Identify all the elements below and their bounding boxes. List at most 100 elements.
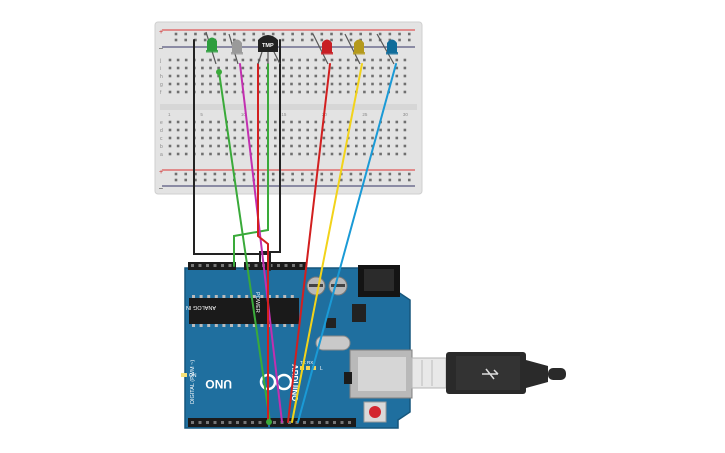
rail-hole[interactable] [252,32,256,36]
terminal-hole[interactable] [184,128,188,132]
terminal-hole[interactable] [241,120,245,124]
rail-hole[interactable] [184,172,188,176]
rail-hole[interactable] [378,178,382,182]
terminal-hole[interactable] [306,90,309,94]
led-green[interactable] [206,37,218,53]
terminal-hole[interactable] [387,58,390,62]
terminal-hole[interactable] [395,136,399,140]
terminal-hole[interactable] [184,152,188,156]
terminal-hole[interactable] [338,144,342,148]
rail-hole[interactable] [242,32,246,36]
rail-hole[interactable] [262,32,265,36]
terminal-hole[interactable] [184,90,188,94]
terminal-hole[interactable] [257,144,261,148]
rail-hole[interactable] [301,178,304,182]
terminal-hole[interactable] [217,128,220,132]
terminal-hole[interactable] [201,128,204,132]
terminal-hole[interactable] [274,66,277,70]
rail-hole[interactable] [407,38,411,42]
rail-hole[interactable] [291,38,294,42]
terminal-hole[interactable] [209,128,212,132]
terminal-hole[interactable] [201,58,204,62]
terminal-hole[interactable] [363,144,366,148]
terminal-hole[interactable] [379,82,382,86]
terminal-hole[interactable] [249,74,253,78]
rail-hole[interactable] [291,172,294,176]
terminal-hole[interactable] [379,136,382,140]
terminal-hole[interactable] [290,120,293,124]
terminal-hole[interactable] [403,66,407,70]
reset-button[interactable] [369,406,381,418]
rail-hole[interactable] [388,178,392,182]
rail-hole[interactable] [233,32,236,36]
terminal-hole[interactable] [355,136,358,140]
rail-hole[interactable] [194,178,197,182]
terminal-hole[interactable] [282,120,285,124]
terminal-hole[interactable] [355,120,358,124]
terminal-hole[interactable] [346,82,350,86]
rail-hole[interactable] [369,32,372,36]
terminal-hole[interactable] [330,90,334,94]
terminal-hole[interactable] [363,152,366,156]
analog-header[interactable] [188,262,236,270]
terminal-hole[interactable] [330,82,334,86]
terminal-hole[interactable] [306,74,309,78]
terminal-hole[interactable] [363,136,366,140]
terminal-hole[interactable] [168,152,172,156]
terminal-hole[interactable] [168,136,172,140]
terminal-hole[interactable] [184,144,188,148]
terminal-hole[interactable] [217,120,220,124]
rail-hole[interactable] [271,178,275,182]
terminal-hole[interactable] [257,82,261,86]
terminal-hole[interactable] [168,120,172,124]
terminal-hole[interactable] [282,82,285,86]
terminal-hole[interactable] [274,90,277,94]
terminal-hole[interactable] [225,66,228,70]
rail-hole[interactable] [223,172,226,176]
rail-hole[interactable] [369,38,372,42]
terminal-hole[interactable] [314,90,318,94]
rail-hole[interactable] [378,172,382,176]
terminal-hole[interactable] [395,82,399,86]
terminal-hole[interactable] [217,90,220,94]
terminal-hole[interactable] [290,128,293,132]
terminal-hole[interactable] [322,136,326,140]
terminal-hole[interactable] [387,66,390,70]
rail-hole[interactable] [349,178,353,182]
terminal-hole[interactable] [379,58,382,62]
rail-hole[interactable] [339,178,343,182]
terminal-hole[interactable] [241,144,245,148]
rail-hole[interactable] [252,38,256,42]
terminal-hole[interactable] [201,82,204,86]
terminal-hole[interactable] [201,66,204,70]
terminal-hole[interactable] [395,74,399,78]
terminal-hole[interactable] [330,144,334,148]
rail-hole[interactable] [407,32,411,36]
terminal-hole[interactable] [322,82,326,86]
terminal-hole[interactable] [241,66,245,70]
terminal-hole[interactable] [290,58,293,62]
rail-hole[interactable] [359,178,362,182]
rail-hole[interactable] [203,38,207,42]
terminal-hole[interactable] [387,74,390,78]
rail-hole[interactable] [174,32,178,36]
terminal-hole[interactable] [322,66,326,70]
rail-hole[interactable] [203,32,207,36]
terminal-hole[interactable] [314,152,318,156]
terminal-hole[interactable] [403,144,407,148]
terminal-hole[interactable] [298,58,301,62]
terminal-hole[interactable] [298,128,301,132]
terminal-hole[interactable] [225,136,228,140]
terminal-hole[interactable] [322,58,326,62]
terminal-hole[interactable] [395,58,399,62]
wire-green-sensor[interactable] [233,63,269,267]
terminal-hole[interactable] [395,90,399,94]
terminal-hole[interactable] [306,152,309,156]
terminal-hole[interactable] [225,144,228,148]
terminal-hole[interactable] [282,58,285,62]
terminal-hole[interactable] [363,82,366,86]
terminal-hole[interactable] [371,152,374,156]
terminal-hole[interactable] [184,66,188,70]
terminal-hole[interactable] [176,74,180,78]
